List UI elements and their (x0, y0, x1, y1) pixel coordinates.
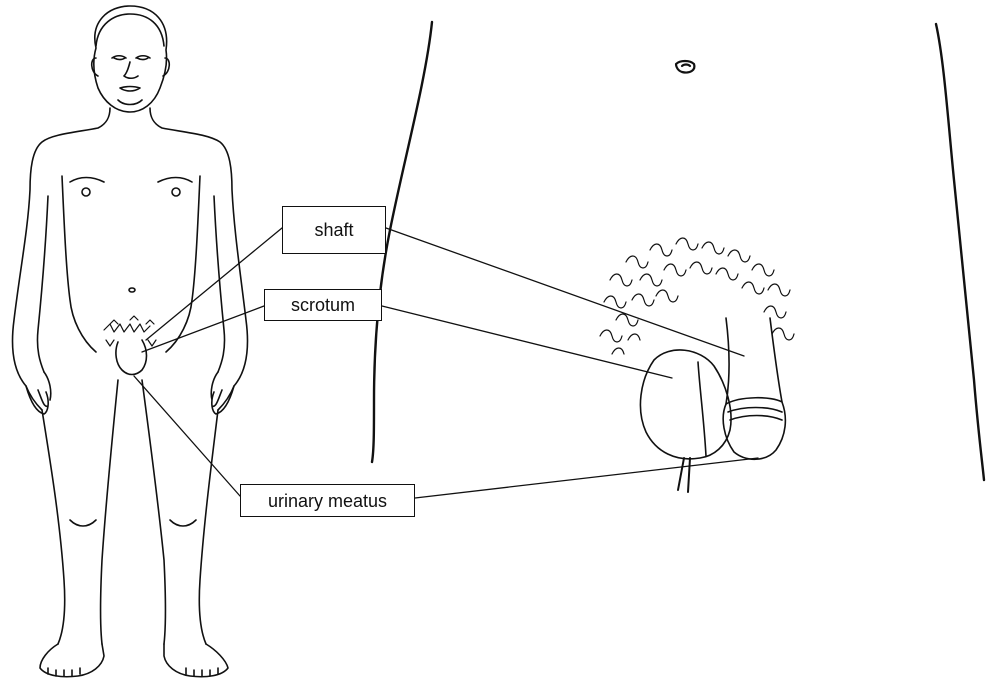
right-knee (170, 520, 196, 526)
leader-scrotum-right (382, 306, 672, 378)
left-leg-outer (42, 410, 65, 644)
closeup-pubic-hair (600, 238, 794, 354)
label-scrotum: scrotum (264, 289, 382, 321)
right-arm-inner (214, 196, 225, 372)
body-outline-left (13, 108, 111, 410)
left-knee (70, 520, 96, 526)
right-leg-outer (199, 410, 218, 644)
torso-left (62, 176, 96, 352)
leader-shaft-left (146, 228, 282, 340)
label-shaft: shaft (282, 206, 386, 254)
closeup-figure (372, 22, 984, 492)
torso-right (166, 176, 200, 352)
figure-genitals (116, 340, 147, 375)
right-eye (136, 56, 150, 60)
mouth (120, 87, 140, 92)
left-nipple (82, 188, 90, 196)
nose (124, 62, 138, 78)
closeup-foreskin (728, 408, 782, 421)
closeup-navel (676, 61, 694, 73)
navel (129, 288, 135, 292)
leader-shaft-right (386, 228, 744, 356)
body-outline-right (150, 108, 248, 410)
closeup-right-side (936, 24, 984, 480)
head-outline (94, 6, 167, 112)
right-nipple (172, 188, 180, 196)
chin (118, 100, 142, 105)
label-urinary-meatus: urinary meatus (240, 484, 415, 517)
closeup-scrotum-divide (698, 362, 706, 456)
figure-pubic-hair (104, 316, 156, 346)
hair-outline (96, 14, 164, 46)
full-body-figure (13, 6, 248, 677)
closeup-scrotum (640, 350, 731, 459)
left-ear (92, 58, 98, 76)
leader-meatus-right (415, 458, 758, 498)
right-leg-inner (142, 380, 166, 644)
right-toes (186, 668, 218, 676)
chest-line (70, 178, 192, 183)
left-arm-inner (37, 196, 48, 372)
left-leg-inner (101, 380, 119, 644)
closeup-stream (678, 458, 690, 492)
left-eye (112, 56, 126, 60)
